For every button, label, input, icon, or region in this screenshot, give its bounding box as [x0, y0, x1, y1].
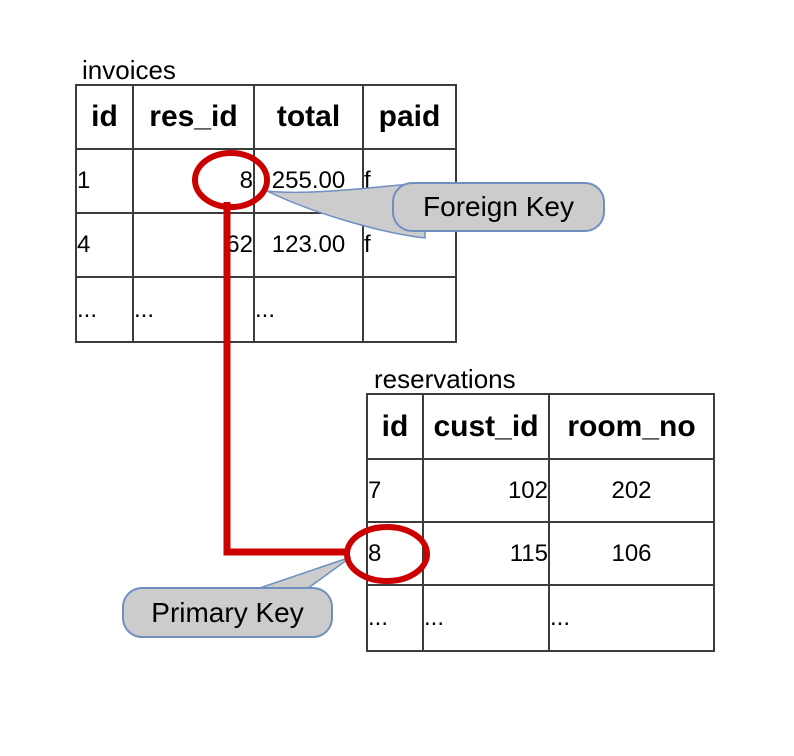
table-cell: 7 — [366, 458, 424, 523]
header-cell: total — [253, 84, 364, 150]
table-row: ... ... ... — [75, 276, 457, 343]
table-cell: ... — [253, 276, 364, 343]
table-cell: 102 — [422, 458, 550, 523]
header-cell: paid — [362, 84, 457, 150]
table-cell: ... — [132, 276, 255, 343]
table-cell-foreign-key-value: 8 — [132, 148, 255, 214]
header-cell: id — [75, 84, 134, 150]
table-row: 8 115 106 — [366, 521, 715, 586]
table-cell: ... — [366, 584, 424, 652]
table-title-invoices: invoices — [82, 55, 176, 85]
table-cell: 202 — [548, 458, 715, 523]
primary-key-callout: Primary Key — [122, 587, 333, 638]
table-cell: 62 — [132, 212, 255, 278]
reservations-header-row: id cust_id room_no — [366, 393, 715, 460]
table-cell: ... — [548, 584, 715, 652]
header-cell: id — [366, 393, 424, 460]
table-title-reservations: reservations — [374, 364, 516, 394]
table-row: 7 102 202 — [366, 458, 715, 523]
table-cell: 1 — [75, 148, 134, 214]
table-cell: 106 — [548, 521, 715, 586]
table-cell — [362, 276, 457, 343]
table-cell: 4 — [75, 212, 134, 278]
header-cell: res_id — [132, 84, 255, 150]
table-cell: ... — [75, 276, 134, 343]
table-cell: ... — [422, 584, 550, 652]
table-cell: 115 — [422, 521, 550, 586]
reservations-table: id cust_id room_no 7 102 202 8 115 106 .… — [366, 393, 715, 652]
foreign-key-callout-label: Foreign Key — [423, 191, 574, 222]
header-cell: room_no — [548, 393, 715, 460]
primary-key-callout-label: Primary Key — [151, 596, 304, 628]
invoices-header-row: id res_id total paid — [75, 84, 457, 150]
foreign-key-callout: Foreign Key — [392, 182, 605, 232]
table-cell: 255.00 — [253, 148, 364, 214]
table-cell: 123.00 — [253, 212, 364, 278]
header-cell: cust_id — [422, 393, 550, 460]
table-cell-primary-key-value: 8 — [366, 521, 424, 586]
table-row: ... ... ... — [366, 584, 715, 652]
